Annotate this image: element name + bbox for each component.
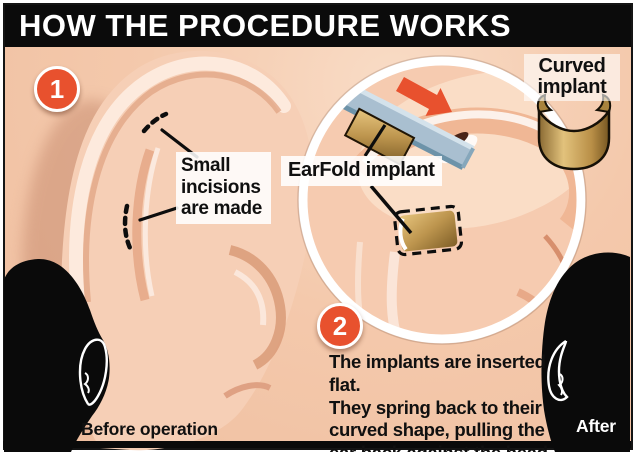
curved-implant-label: Curved implant bbox=[524, 54, 620, 101]
insertion-arrow-icon bbox=[396, 77, 452, 116]
after-label: After bbox=[576, 416, 616, 436]
ear-outline bbox=[61, 50, 314, 451]
after-silhouette bbox=[541, 252, 630, 452]
step-1-badge: 1 bbox=[34, 66, 80, 112]
inset-ring bbox=[298, 56, 586, 344]
step-1-number: 1 bbox=[49, 74, 65, 104]
flat-ear-outline bbox=[547, 339, 569, 402]
step-2-description: The implants are inserted flat. They spr… bbox=[329, 351, 553, 452]
curved-implant-graphic bbox=[536, 93, 612, 171]
upper-incision-dashes bbox=[141, 111, 169, 134]
small-incisions-label: Small incisions are made bbox=[176, 152, 271, 224]
step-2-badge: 2 bbox=[317, 303, 363, 349]
earfold-implant-label: EarFold implant bbox=[281, 156, 442, 186]
ear-fold-detail bbox=[557, 373, 564, 396]
title-bar: HOW THE PROCEDURE WORKS bbox=[5, 5, 631, 47]
lower-leader-line bbox=[138, 206, 179, 222]
page-title: HOW THE PROCEDURE WORKS bbox=[19, 8, 511, 43]
earfold-leader-lower bbox=[369, 184, 413, 235]
bottom-bar bbox=[3, 441, 631, 448]
flat-implant bbox=[343, 107, 416, 166]
earfold-leader-upper bbox=[363, 124, 387, 157]
step-2-number: 2 bbox=[332, 311, 348, 341]
before-operation-label: Before operation bbox=[81, 419, 218, 439]
ear-tragus-detail bbox=[83, 372, 90, 394]
protruding-ear-outline bbox=[78, 338, 108, 406]
before-silhouette bbox=[4, 258, 110, 452]
lower-incision-dashes bbox=[122, 203, 133, 251]
